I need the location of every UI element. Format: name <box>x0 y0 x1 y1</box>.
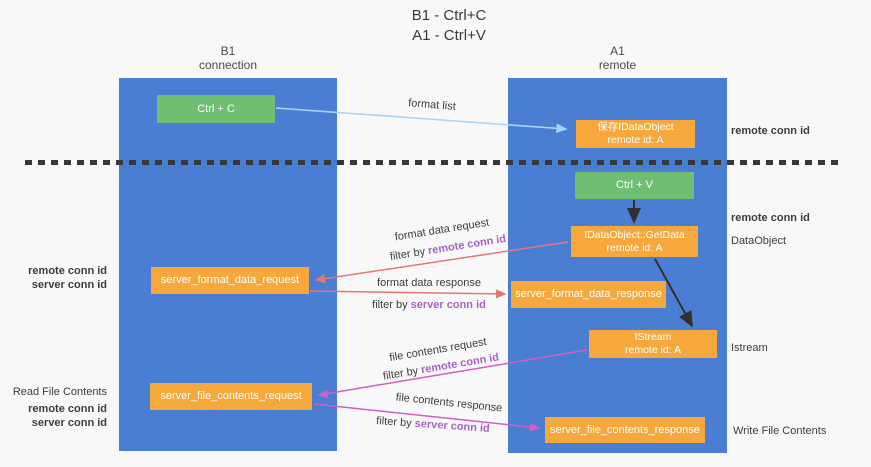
ctrl-v-box: Ctrl + V <box>575 172 694 199</box>
right-istream-label: Istream <box>731 342 768 354</box>
getdata-line1: IDataObject::GetData <box>584 228 685 241</box>
title-line1: B1 - Ctrl+C <box>411 7 487 24</box>
left-remote-conn-id-1: remote conn id <box>28 265 107 277</box>
filter-by-text: filter by <box>382 364 420 383</box>
format-list-label: format list <box>407 97 457 113</box>
server-conn-id-text: server conn id <box>414 417 491 435</box>
lane-header-a1: A1 remote <box>508 44 727 72</box>
file-request-label: server_file_contents_request <box>160 390 302 402</box>
file-contents-response-label: file contents response <box>395 391 503 415</box>
save-dataobject-box: 保存IDataObject remote id: A <box>576 120 695 148</box>
left-server-conn-id-1: server conn id <box>31 279 107 291</box>
filter-by-text: filter by <box>389 245 427 264</box>
lane-a1-role: remote <box>598 58 637 72</box>
istream-line2: remote id: A <box>624 344 682 356</box>
left-read-file-contents-label: Read File Contents <box>12 386 107 398</box>
format-data-response-label: format data response <box>377 277 481 289</box>
lane-a1-name: A1 <box>610 44 625 58</box>
save-dataobject-line2: remote id: A <box>607 134 664 146</box>
filter-by-server-conn-id-label-1: filter by server conn id <box>372 299 486 311</box>
left-server-conn-id-2: server conn id <box>31 417 107 429</box>
filter-by-text: filter by <box>372 299 408 311</box>
lane-b1-name: B1 <box>220 44 236 58</box>
ctrl-c-box: Ctrl + C <box>157 95 275 123</box>
format-request-label: server_format_data_request <box>160 274 300 286</box>
right-write-file-contents-label: Write File Contents <box>733 425 827 437</box>
format-request-box: server_format_data_request <box>151 267 309 294</box>
lane-header-b1: B1 connection <box>119 44 337 72</box>
filter-by-server-conn-id-label-2: filter by server conn id <box>376 415 490 435</box>
left-conn-id-group-1: remote conn id server conn id <box>0 264 107 292</box>
left-conn-id-group-2: remote conn id server conn id <box>0 402 107 430</box>
format-response-box: server_format_data_response <box>511 281 666 308</box>
getdata-line2: remote id: A <box>606 241 663 254</box>
file-response-box: server_file_contents_response <box>545 417 705 443</box>
dashed-separator <box>25 160 838 165</box>
file-request-box: server_file_contents_request <box>150 383 312 410</box>
ctrl-v-label: Ctrl + V <box>616 179 653 191</box>
file-response-label: server_file_contents_response <box>550 423 700 436</box>
save-dataobject-line1: 保存IDataObject <box>597 121 674 133</box>
istream-line1: IStream <box>634 331 672 343</box>
filter-by-text: filter by <box>375 415 413 430</box>
right-remote-conn-id-mid: remote conn id <box>731 212 810 224</box>
server-conn-id-text: server conn id <box>410 299 486 311</box>
left-remote-conn-id-2: remote conn id <box>28 403 107 415</box>
right-dataobject-label: DataObject <box>731 235 787 247</box>
format-response-arrow <box>309 289 507 299</box>
getdata-box: IDataObject::GetData remote id: A <box>571 226 698 257</box>
format-response-label: server_format_data_response <box>515 288 662 300</box>
istream-box: IStream remote id: A <box>589 330 717 358</box>
title-line2: A1 - Ctrl+V <box>412 27 486 44</box>
lane-b1-role: connection <box>198 58 258 72</box>
ctrl-c-label: Ctrl + C <box>197 102 235 115</box>
diagram-title: B1 - Ctrl+C A1 - Ctrl+V <box>412 6 487 46</box>
right-remote-conn-id-top: remote conn id <box>731 125 810 137</box>
